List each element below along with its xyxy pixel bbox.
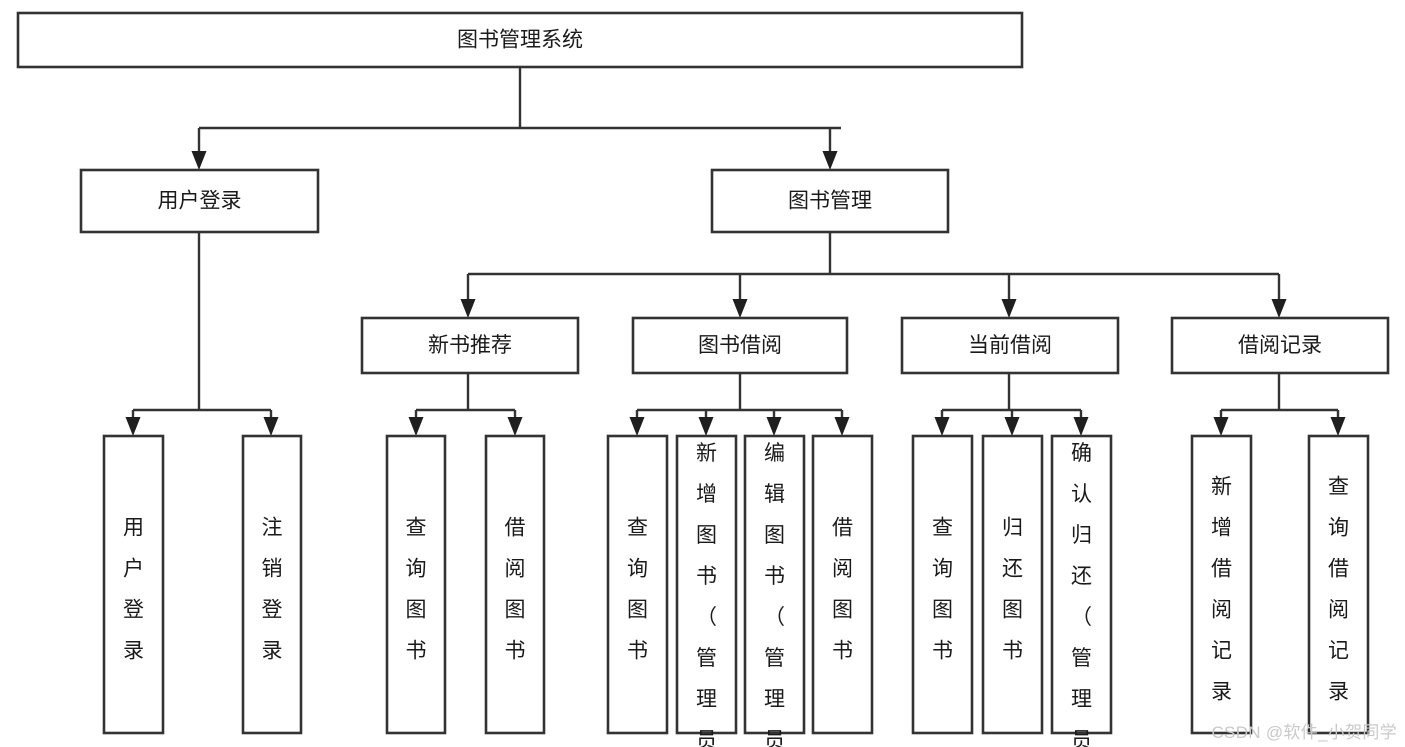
node-box-leaf-edit-book[interactable] [743,434,806,735]
arrow-head-icon [766,417,782,436]
node-box-book-borrow[interactable] [631,316,849,375]
node-label-leaf-query-book-borrow: 查询图书 [627,516,648,662]
node-box-leaf-query-record[interactable] [1307,434,1370,735]
node-box-leaf-add-book[interactable] [675,434,738,735]
node-box-leaf-user-login[interactable] [102,434,165,735]
node-book-borrow[interactable]: 图书借阅 [631,316,849,375]
node-label-leaf-logout: 注销登录 [262,516,283,662]
node-current-borrow[interactable]: 当前借阅 [900,316,1120,375]
node-leaf-user-login[interactable]: 用户登录 [102,434,165,735]
node-user-login[interactable]: 用户登录 [79,168,320,234]
node-box-leaf-borrow-book-rec[interactable] [484,434,546,735]
node-box-leaf-borrow-book[interactable] [811,434,874,735]
node-label-borrow-record: 借阅记录 [1238,334,1322,357]
node-leaf-query-book-borrow[interactable]: 查询图书 [606,434,669,735]
node-label-leaf-user-login: 用户登录 [123,516,144,662]
node-box-new-book-rec[interactable] [360,316,580,375]
node-label-leaf-borrow-book-rec: 借阅图书 [505,516,526,662]
node-label-book-manage: 图书管理 [788,190,872,213]
node-root[interactable]: 图书管理系统 [16,11,1024,69]
arrow-head-icon [732,299,748,318]
node-leaf-query-book-cur[interactable]: 查询图书 [911,434,974,735]
node-box-leaf-logout[interactable] [241,434,303,735]
arrow-head-icon [263,417,279,436]
arrow-head-icon [934,417,950,436]
node-borrow-record[interactable]: 借阅记录 [1170,316,1390,375]
csdn-watermark: CSDN @软件_小贺同学 [1211,723,1397,742]
node-label-leaf-query-book-rec: 查询图书 [406,516,427,662]
node-leaf-query-record[interactable]: 查询借阅记录 [1307,434,1370,735]
node-box-leaf-confirm-return[interactable] [1050,434,1113,735]
node-box-user-login[interactable] [79,168,320,234]
node-box-leaf-query-book-borrow[interactable] [606,434,669,735]
node-label-leaf-add-record: 新增借阅记录 [1211,475,1232,703]
node-box-root[interactable] [16,11,1024,69]
node-label-user-login: 用户登录 [158,190,242,213]
node-label-leaf-return-book: 归还图书 [1002,516,1023,662]
node-label-leaf-query-record: 查询借阅记录 [1328,475,1349,703]
arrow-head-icon [1001,299,1017,318]
node-leaf-edit-book[interactable]: 编辑图书（管理员） [743,434,806,747]
node-label-leaf-confirm-return: 确认归还（管理员） [1071,442,1092,747]
node-label-root: 图书管理系统 [457,29,583,52]
node-book-manage[interactable]: 图书管理 [710,168,950,234]
node-box-leaf-query-book-cur[interactable] [911,434,974,735]
arrow-head-icon [125,417,141,436]
node-box-book-manage[interactable] [710,168,950,234]
arrow-head-icon [629,417,645,436]
node-leaf-confirm-return[interactable]: 确认归还（管理员） [1050,434,1113,747]
arrow-head-icon [1004,417,1020,436]
node-box-leaf-add-record[interactable] [1190,434,1253,735]
node-box-leaf-return-book[interactable] [981,434,1044,735]
arrow-head-icon [408,417,424,436]
arrow-head-icon [834,417,850,436]
node-leaf-borrow-book-rec[interactable]: 借阅图书 [484,434,546,735]
node-leaf-add-book[interactable]: 新增图书（管理员） [675,434,738,747]
arrow-head-icon [698,417,714,436]
arrow-head-icon [191,151,207,170]
node-leaf-borrow-book[interactable]: 借阅图书 [811,434,874,735]
node-leaf-logout[interactable]: 注销登录 [241,434,303,735]
arrow-head-icon [1213,417,1229,436]
node-label-new-book-rec: 新书推荐 [428,334,512,357]
node-label-leaf-edit-book: 编辑图书（管理员） [764,442,785,747]
node-label-leaf-borrow-book: 借阅图书 [832,516,853,662]
node-box-leaf-query-book-rec[interactable] [385,434,447,735]
node-label-book-borrow: 图书借阅 [698,334,782,357]
node-box-borrow-record[interactable] [1170,316,1390,375]
connector-layer [125,67,1346,436]
node-leaf-return-book[interactable]: 归还图书 [981,434,1044,735]
arrow-head-icon [507,417,523,436]
node-label-current-borrow: 当前借阅 [968,334,1052,357]
node-leaf-query-book-rec[interactable]: 查询图书 [385,434,447,735]
node-label-leaf-query-book-cur: 查询图书 [932,516,953,662]
arrow-head-icon [1073,417,1089,436]
arrow-head-icon [460,299,476,318]
arrow-head-icon [822,151,838,170]
node-new-book-rec[interactable]: 新书推荐 [360,316,580,375]
arrow-head-icon [1271,299,1287,318]
node-label-leaf-add-book: 新增图书（管理员） [696,442,717,747]
node-box-current-borrow[interactable] [900,316,1120,375]
arrow-head-icon [1330,417,1346,436]
node-layer: 图书管理系统用户登录图书管理新书推荐图书借阅当前借阅借阅记录用户登录注销登录查询… [16,11,1390,747]
node-leaf-add-record[interactable]: 新增借阅记录 [1190,434,1253,735]
